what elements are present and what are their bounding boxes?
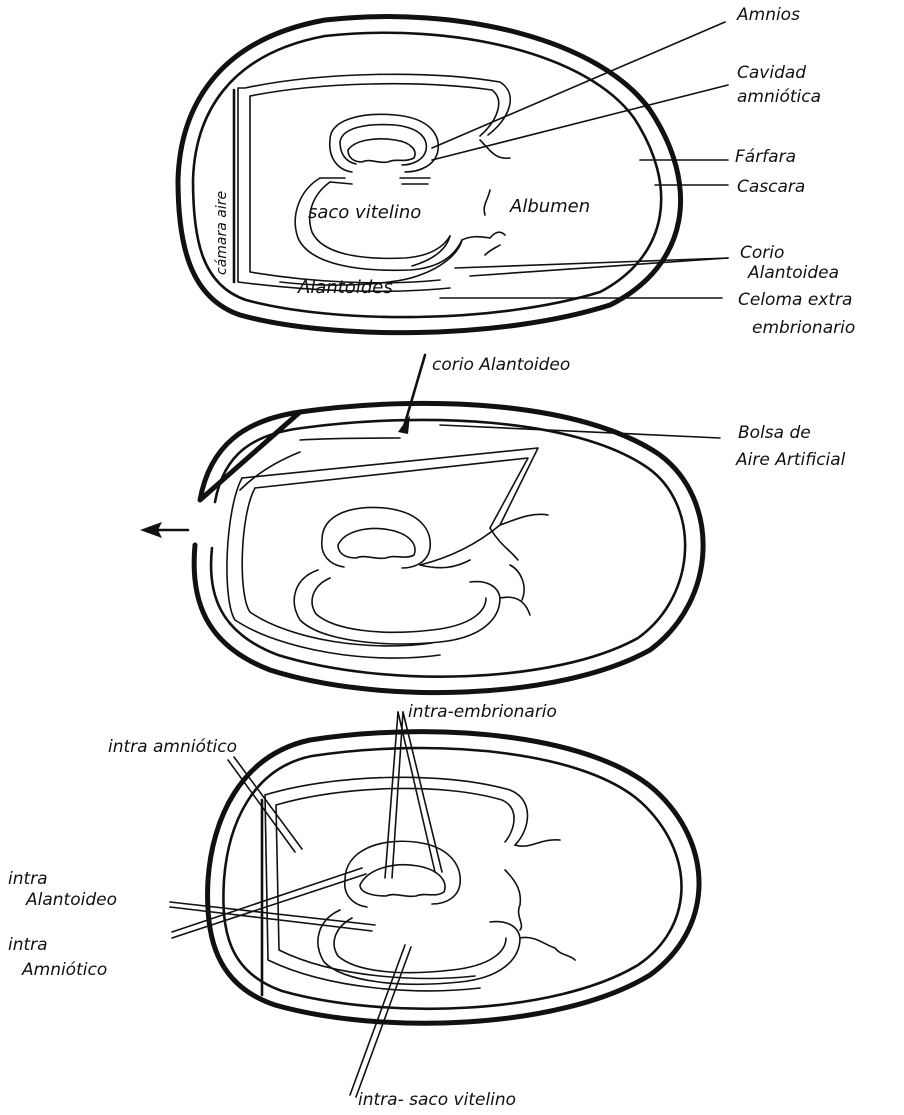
egg-2-shell xyxy=(194,403,703,692)
label-intra-amniotico-top: intra amniótico xyxy=(108,737,237,757)
label-cavidad-2: amniótica xyxy=(737,87,821,107)
egg-2-amnion xyxy=(322,507,430,568)
label-amnios: Amnios xyxy=(736,5,800,25)
label-camara-aire: cámara aire xyxy=(214,191,230,275)
figure-1-egg xyxy=(178,17,681,333)
label-corio-2: Alantoidea xyxy=(747,263,839,283)
leader-cavidad xyxy=(432,85,728,160)
figure-1-leaders xyxy=(432,22,728,298)
label-intra-alantoideo-2: Alantoideo xyxy=(25,890,117,910)
label-corio-alantoideo: corio Alantoideo xyxy=(432,355,570,375)
label-cascara: Cascara xyxy=(737,177,805,197)
leader-intra-embrionario-d xyxy=(403,712,442,872)
egg-1-amnion xyxy=(330,114,438,172)
egg-1-albumen-squiggle xyxy=(462,140,510,255)
label-intra-saco: intra- saco vitelino xyxy=(358,1090,516,1110)
leader-intra-amniotico-b xyxy=(234,757,302,849)
leader-corio-b xyxy=(470,258,728,276)
leader-corio-a xyxy=(455,258,728,268)
label-bolsa-1: Bolsa de xyxy=(738,423,811,443)
label-celoma-1: Celoma extra xyxy=(738,290,852,310)
label-alantoides: Alantoides xyxy=(297,277,393,298)
label-intra-amniotico-1: intra xyxy=(8,935,48,955)
leader-bolsa xyxy=(440,425,720,438)
label-intra-embrionario: intra-embrionario xyxy=(408,702,557,722)
egg-3-shell xyxy=(208,732,699,1024)
egg-2-yolk-sac xyxy=(294,570,500,644)
egg-3-amnion xyxy=(345,841,460,907)
egg-1-yolk-stalk xyxy=(320,178,430,184)
leader-intra-alantoideo-b xyxy=(170,907,372,931)
egg-2-embryo xyxy=(338,529,415,559)
egg-3-squiggles xyxy=(505,840,575,960)
label-saco-vitelino: saco vitelino xyxy=(308,202,421,223)
egg-2-membrane xyxy=(211,420,685,677)
egg-1-chorioallantois-inner xyxy=(250,84,499,283)
figure-3-egg xyxy=(208,732,699,1024)
label-bolsa-2: Aire Artificial xyxy=(735,450,846,470)
egg-3-yolk-sac xyxy=(318,910,520,984)
leader-intra-embrionario-a xyxy=(385,712,398,878)
label-corio-1: Corio xyxy=(740,243,784,263)
label-intra-amniotico-2: Amniótico xyxy=(21,960,107,980)
label-farfara: Fárfara xyxy=(735,147,796,167)
egg-2-air-sac xyxy=(242,448,538,565)
egg-2-squiggles xyxy=(420,514,548,615)
leader-intra-embrionario-b xyxy=(392,712,403,878)
egg-2-needle-tip xyxy=(398,415,410,434)
figure-3-leaders xyxy=(170,712,442,1097)
label-cavidad-1: Cavidad xyxy=(737,63,806,83)
figure-2-egg xyxy=(140,355,720,693)
label-celoma-2: embrionario xyxy=(752,318,855,338)
leader-intra-embrionario-c xyxy=(398,712,435,872)
label-albumen: Albumen xyxy=(509,196,590,217)
egg-1-embryo xyxy=(348,139,415,163)
label-intra-alantoideo-1: intra xyxy=(8,869,48,889)
egg-3-embryo xyxy=(360,865,445,897)
